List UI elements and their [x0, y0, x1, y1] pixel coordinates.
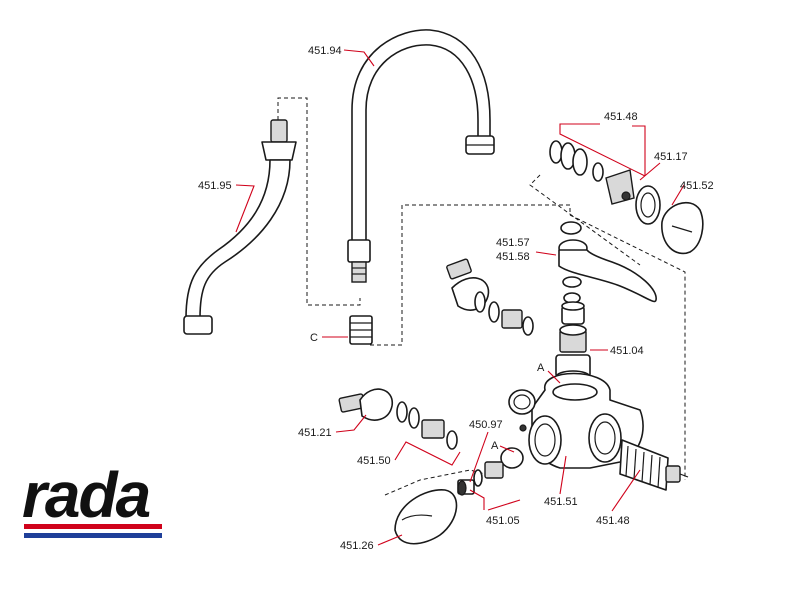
callout-ref-a-top: A	[537, 362, 545, 374]
leader-lines	[235, 49, 685, 546]
callout-knob: 451.52	[680, 180, 714, 192]
outlet-pipe-part	[183, 119, 297, 335]
check-valve-part	[457, 447, 524, 496]
callout-seal-kit-lower: 451.05	[486, 515, 520, 527]
callout-ring: 451.17	[654, 151, 688, 163]
brand-logo: rada	[22, 459, 162, 538]
callout-outlet-pipe: 451.95	[198, 180, 232, 192]
callout-spindle: 451.04	[610, 345, 644, 357]
callout-spout: 451.94	[308, 45, 342, 57]
callout-seal-kit: 451.50	[357, 455, 391, 467]
callout-adapter: C	[310, 332, 318, 344]
callout-handle-left: 451.21	[298, 427, 332, 439]
callout-check-valve: 450.97	[469, 419, 503, 431]
callout-lever-a: 451.57	[496, 237, 530, 249]
spout-part	[347, 29, 495, 283]
left-handle-part	[338, 388, 393, 421]
adapter-c-part	[349, 315, 373, 345]
callout-cartridge: 451.48	[596, 515, 630, 527]
logo-text: rada	[22, 459, 150, 531]
callout-labels: 451.94 451.95 451.48 451.17 451.52 451.5…	[198, 45, 714, 552]
callout-ref-a-bottom: A	[491, 440, 499, 452]
mixer-body-part	[508, 372, 644, 469]
callout-body: 451.51	[544, 496, 578, 508]
logo-stripe-red	[24, 524, 162, 529]
cartridge-part	[619, 439, 689, 491]
callout-cap: 451.26	[340, 540, 374, 552]
top-seal-kit-parts	[549, 140, 704, 255]
logo-stripe-blue	[24, 533, 162, 538]
spindle-assembly-part	[555, 301, 591, 384]
end-cap-part	[394, 489, 458, 545]
upper-handle-part	[446, 258, 534, 336]
seal-kit-part	[396, 401, 458, 450]
callout-cartridge-kit-top: 451.48	[604, 111, 638, 123]
callout-lever-b: 451.58	[496, 251, 530, 263]
lever-handle-part	[558, 221, 657, 304]
